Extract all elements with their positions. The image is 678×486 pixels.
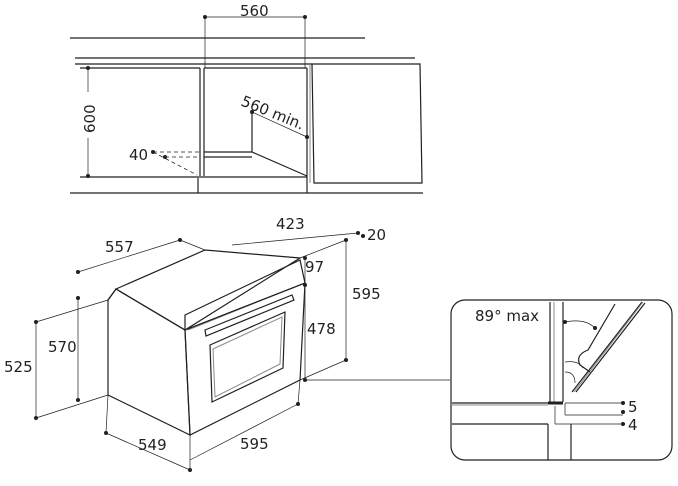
door-detail-inset [450,299,673,461]
door-height-label: 478 [307,320,336,338]
niche-width-label: 560 [240,2,269,20]
body-depth-label: 549 [138,436,167,454]
niche-depth-label: 560 min. [239,92,307,134]
oven-height-label: 595 [352,285,381,303]
side-height-label: 570 [48,338,77,356]
vent-label: 40 [129,146,148,164]
niche-height-label: 600 [81,104,99,133]
body-height-label: 525 [4,358,33,376]
panel-height-label: 97 [305,258,324,276]
oven-dimension-lines [34,231,450,472]
gap-bottom-label: 4 [628,416,638,434]
oven-depth-total-label: 557 [105,238,134,256]
oven-width-label: 595 [240,435,269,453]
door-thickness-label: 20 [367,226,386,244]
oven-drawing [107,249,306,436]
oven-depth-body-label: 423 [276,215,305,233]
gap-top-label: 5 [628,398,638,416]
door-angle-label: 89° max [475,307,539,325]
cabinet-niche-drawing [70,15,423,194]
